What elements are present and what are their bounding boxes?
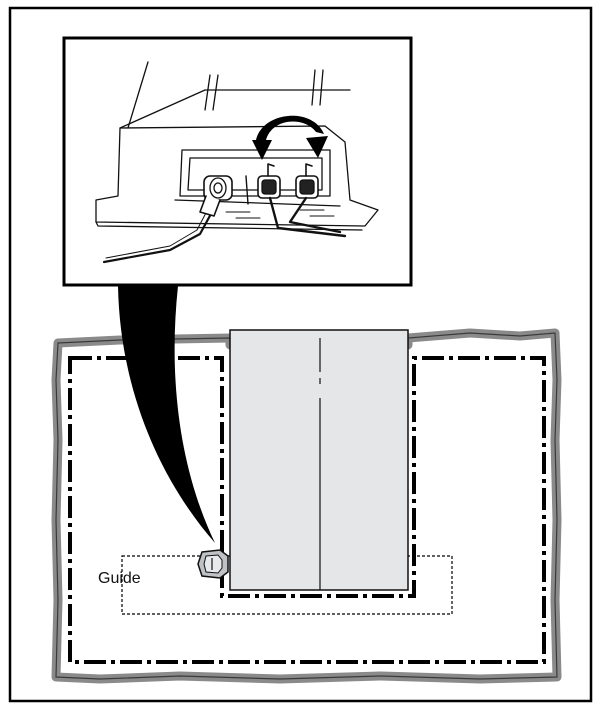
charging-station-icon bbox=[197, 549, 229, 579]
guide-label: Guide bbox=[98, 570, 141, 587]
left-wire-connector-icon bbox=[257, 163, 281, 199]
right-wire-connector-icon bbox=[295, 163, 319, 199]
power-plug-icon bbox=[199, 175, 233, 217]
curved-swap-arrows-icon bbox=[252, 115, 328, 160]
callout-pointer bbox=[118, 286, 215, 543]
building bbox=[229, 329, 409, 591]
boundary-wire bbox=[68, 356, 546, 664]
inset-station-detail bbox=[95, 61, 379, 264]
